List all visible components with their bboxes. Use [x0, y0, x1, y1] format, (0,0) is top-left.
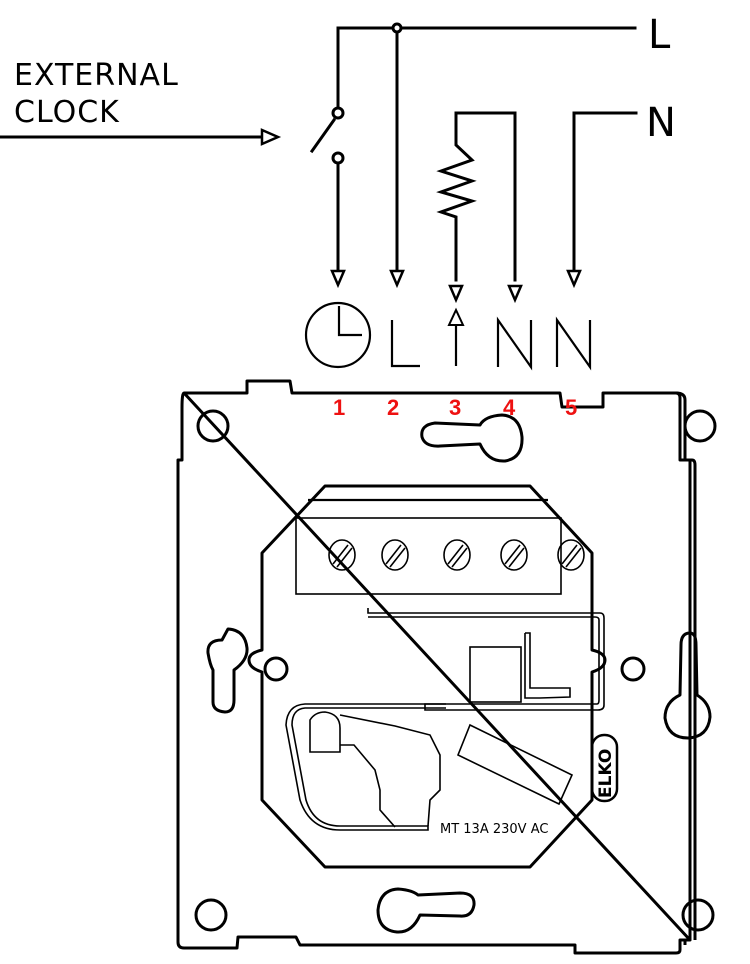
- arrow-terminal-1: [330, 269, 346, 289]
- external-clock-arrow: [0, 128, 282, 146]
- clock-symbol-icon: [304, 301, 372, 369]
- terminal-number-2: 2: [387, 395, 399, 420]
- arrow-terminal-5: [566, 269, 582, 289]
- keyhole-slot-top: [420, 413, 524, 463]
- clock-switch-symbol: [309, 26, 345, 272]
- symbol-n-5: [555, 316, 592, 371]
- line-supply-wire: [336, 22, 637, 272]
- keyhole-slot-right: [663, 631, 712, 740]
- keyhole-slot-bottom: [376, 887, 476, 934]
- elko-logo: ELKO: [590, 733, 619, 803]
- terminal-screw-4: [500, 539, 528, 571]
- terminal-number-1: 1: [333, 395, 345, 420]
- title-line-1: EXTERNAL: [14, 58, 179, 93]
- terminal-number-3: 3: [449, 395, 461, 420]
- heating-output-arrow-icon: [447, 307, 465, 366]
- title-line-2: CLOCK: [14, 95, 120, 130]
- keyhole-slot-left: [206, 627, 249, 714]
- internal-circuit-board: [285, 608, 605, 831]
- terminal-arrows: [330, 269, 582, 304]
- symbol-n-4: [496, 316, 533, 371]
- terminal-screw-2: [381, 539, 409, 571]
- screw-hole-bottom-right: [681, 898, 715, 932]
- terminal-screw-1: [328, 539, 356, 571]
- heating-element-resistor: [436, 111, 517, 282]
- arrow-terminal-3: [448, 284, 464, 304]
- terminal-numbers: 1 2 3 4 5: [333, 395, 577, 420]
- symbol-l: [390, 320, 420, 368]
- screw-hole-top-left: [196, 409, 230, 443]
- neutral-supply-wire: [572, 111, 638, 272]
- arrow-terminal-4: [507, 284, 523, 304]
- device-rating-text: MT 13A 230V AC: [440, 822, 548, 837]
- screw-hole-top-right: [683, 409, 717, 443]
- supply-label-l: L: [648, 12, 671, 58]
- arrow-terminal-2: [389, 269, 405, 289]
- terminal-block: [295, 517, 562, 595]
- terminal-screw-5: [557, 539, 585, 571]
- screw-hole-bottom-left: [194, 898, 228, 932]
- relay-component: [456, 723, 574, 806]
- mounting-plate-outline-right: [675, 391, 697, 940]
- supply-label-n: N: [646, 100, 677, 146]
- device-lug-hole-right: [620, 656, 646, 682]
- brand-logo-text: ELKO: [596, 749, 616, 798]
- terminal-screws: [328, 539, 585, 571]
- device-lug-hole-left: [263, 656, 289, 682]
- terminal-number-5: 5: [565, 395, 577, 420]
- device-body: [247, 484, 607, 869]
- terminal-number-4: 4: [503, 395, 516, 420]
- terminal-screw-3: [443, 539, 471, 571]
